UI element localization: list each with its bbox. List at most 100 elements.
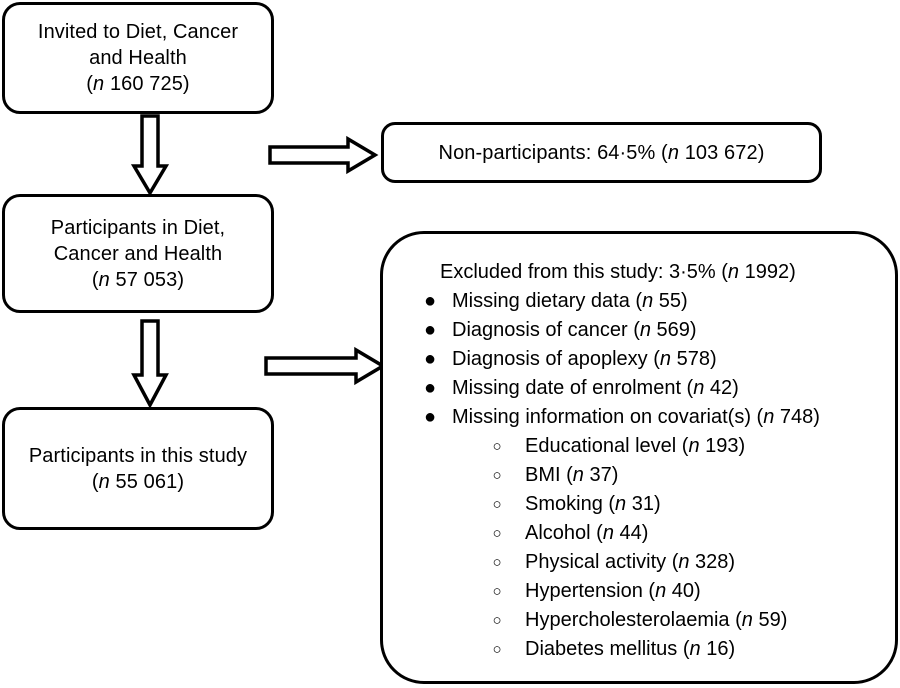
list-item-value: 44) bbox=[613, 522, 649, 544]
list-item-n-symbol: n bbox=[602, 522, 614, 544]
list-item-n-symbol: n bbox=[688, 435, 700, 457]
arrow-participants-to-study bbox=[131, 319, 169, 409]
list-item-prefix: Smoking ( bbox=[525, 493, 616, 515]
list-item-label: Hypertension (n 40) bbox=[525, 577, 701, 606]
node-participants-study-count-value: 55 061) bbox=[109, 470, 185, 493]
list-item-prefix: BMI ( bbox=[525, 464, 573, 486]
list-item: ○ Educational level (n 193) bbox=[383, 432, 895, 461]
list-item-prefix: Missing date of enrolment ( bbox=[452, 377, 694, 399]
list-item-value: 40) bbox=[666, 580, 701, 602]
arrow-invited-to-participants bbox=[130, 114, 170, 197]
list-item-value: 31) bbox=[626, 493, 661, 515]
list-item-prefix: Missing dietary data ( bbox=[452, 290, 643, 312]
arrow-participants-to-excluded bbox=[264, 346, 387, 386]
node-participants-study-line1: Participants in this study bbox=[28, 444, 248, 467]
list-item-label: Diagnosis of cancer (n 569) bbox=[452, 316, 697, 345]
node-invited-count-value: 160 725) bbox=[104, 73, 190, 95]
list-item-label: Hypercholesterolaemia (n 59) bbox=[525, 606, 787, 635]
hollow-bullet-icon: ○ bbox=[492, 612, 502, 629]
bullet-icon: ● bbox=[424, 290, 437, 312]
arrow-down-shape bbox=[131, 319, 169, 409]
list-item-prefix: Alcohol ( bbox=[525, 522, 603, 544]
list-item-n-symbol: n bbox=[689, 638, 701, 660]
list-item: ○ Alcohol (n 44) bbox=[383, 519, 895, 548]
list-item-n-symbol: n bbox=[572, 464, 584, 486]
hollow-bullet-icon: ○ bbox=[492, 496, 502, 513]
list-item-prefix: Hypertension ( bbox=[525, 580, 656, 602]
node-participants-study-text: Participants in this study (n 55 061) bbox=[29, 443, 247, 495]
node-participants-dch-line1: Participants in Diet, bbox=[50, 216, 226, 239]
excluded-header: Excluded from this study: 3·5% (n 1992) bbox=[440, 258, 796, 287]
list-item-n-symbol: n bbox=[615, 493, 627, 515]
list-item-prefix: Diagnosis of apoplexy ( bbox=[452, 348, 660, 370]
list-item: ○ Diabetes mellitus (n 16) bbox=[383, 635, 895, 664]
list-item-label: Educational level (n 193) bbox=[525, 432, 745, 461]
excluded-content: Excluded from this study: 3·5% (n 1992) … bbox=[383, 234, 895, 681]
excluded-reason-list: ● Missing dietary data (n 55) ● Diagnosi… bbox=[383, 287, 895, 664]
node-participants-dch: Participants in Diet, Cancer and Health (n… bbox=[2, 194, 274, 313]
list-item-value: 748) bbox=[774, 406, 820, 428]
list-item-value: 55) bbox=[653, 290, 688, 312]
node-nonparticipants-text: Non-participants: 64·5% (n 103 672) bbox=[439, 140, 765, 166]
bullet-icon: ● bbox=[424, 377, 437, 399]
list-item-label: Diabetes mellitus (n 16) bbox=[525, 635, 735, 664]
list-item-label: BMI (n 37) bbox=[525, 461, 618, 490]
list-item-value: 569) bbox=[651, 319, 697, 341]
list-item: ○ Smoking (n 31) bbox=[383, 490, 895, 519]
list-item-n-symbol: n bbox=[642, 290, 654, 312]
list-item-n-symbol: n bbox=[678, 551, 690, 573]
list-item-label: Smoking (n 31) bbox=[525, 490, 661, 519]
list-item-prefix: Physical activity ( bbox=[525, 551, 679, 573]
list-item-label: Missing information on covariat(s) (n 74… bbox=[452, 403, 820, 432]
list-item-label: Diagnosis of apoplexy (n 578) bbox=[452, 345, 717, 374]
node-participants-dch-line2: Cancer and Health bbox=[53, 242, 223, 265]
covariate-sublist: ○ Educational level (n 193) ○ BMI (n 37)… bbox=[383, 432, 895, 664]
list-item: ○ Physical activity (n 328) bbox=[383, 548, 895, 577]
list-item: ● Missing dietary data (n 55) bbox=[383, 287, 895, 316]
node-participants-study-n-symbol: n bbox=[98, 470, 110, 493]
hollow-bullet-icon: ○ bbox=[492, 554, 502, 571]
list-item-n-symbol: n bbox=[741, 609, 753, 631]
node-participants-dch-n-symbol: n bbox=[98, 268, 110, 291]
list-item-label: Physical activity (n 328) bbox=[525, 548, 735, 577]
node-participants-study: Participants in this study (n 55 061) bbox=[2, 407, 274, 530]
list-item: ○ BMI (n 37) bbox=[383, 461, 895, 490]
hollow-bullet-icon: ○ bbox=[492, 583, 502, 600]
node-participants-dch-text: Participants in Diet, Cancer and Health (n… bbox=[51, 215, 225, 293]
excluded-header-prefix: Excluded from this study: 3·5% ( bbox=[440, 261, 728, 283]
bullet-icon: ● bbox=[424, 406, 437, 428]
list-item-prefix: Diagnosis of cancer ( bbox=[452, 319, 640, 341]
hollow-bullet-icon: ○ bbox=[492, 641, 502, 658]
list-item-n-symbol: n bbox=[655, 580, 667, 602]
node-invited-line1: Invited to Diet, Cancer bbox=[37, 21, 239, 43]
node-invited-n-symbol: n bbox=[93, 73, 105, 95]
list-item: ● Diagnosis of apoplexy (n 578) bbox=[383, 345, 895, 374]
list-item-n-symbol: n bbox=[639, 319, 651, 341]
node-participants-study-count-prefix: ( bbox=[91, 470, 99, 493]
bullet-icon: ● bbox=[424, 319, 437, 341]
node-participants-dch-count-prefix: ( bbox=[91, 268, 99, 291]
list-item: ● Diagnosis of cancer (n 569) bbox=[383, 316, 895, 345]
node-nonparticipants: Non-participants: 64·5% (n 103 672) bbox=[381, 122, 822, 183]
list-item-value: 42) bbox=[704, 377, 739, 399]
list-item-value: 37) bbox=[583, 464, 619, 486]
list-item-value: 16) bbox=[700, 638, 736, 660]
list-item-n-symbol: n bbox=[693, 377, 705, 399]
hollow-bullet-icon: ○ bbox=[492, 438, 502, 455]
excluded-header-n-symbol: n bbox=[727, 261, 740, 283]
hollow-bullet-icon: ○ bbox=[492, 525, 502, 542]
list-item-n-symbol: n bbox=[763, 406, 775, 428]
arrow-right-shape bbox=[268, 135, 379, 175]
list-item-prefix: Hypercholesterolaemia ( bbox=[525, 609, 742, 631]
list-item-prefix: Diabetes mellitus ( bbox=[525, 638, 690, 660]
list-item-label: Missing date of enrolment (n 42) bbox=[452, 374, 739, 403]
list-item: ● Missing information on covariat(s) (n … bbox=[383, 403, 895, 432]
node-nonparticipants-prefix: Non-participants: 64·5% ( bbox=[438, 141, 668, 164]
node-excluded: Excluded from this study: 3·5% (n 1992) … bbox=[380, 231, 898, 684]
bullet-icon: ● bbox=[424, 348, 437, 370]
node-invited-count-prefix: ( bbox=[86, 73, 94, 95]
list-item: ● Missing date of enrolment (n 42) bbox=[383, 374, 895, 403]
node-nonparticipants-count-value: 103 672) bbox=[679, 141, 765, 164]
